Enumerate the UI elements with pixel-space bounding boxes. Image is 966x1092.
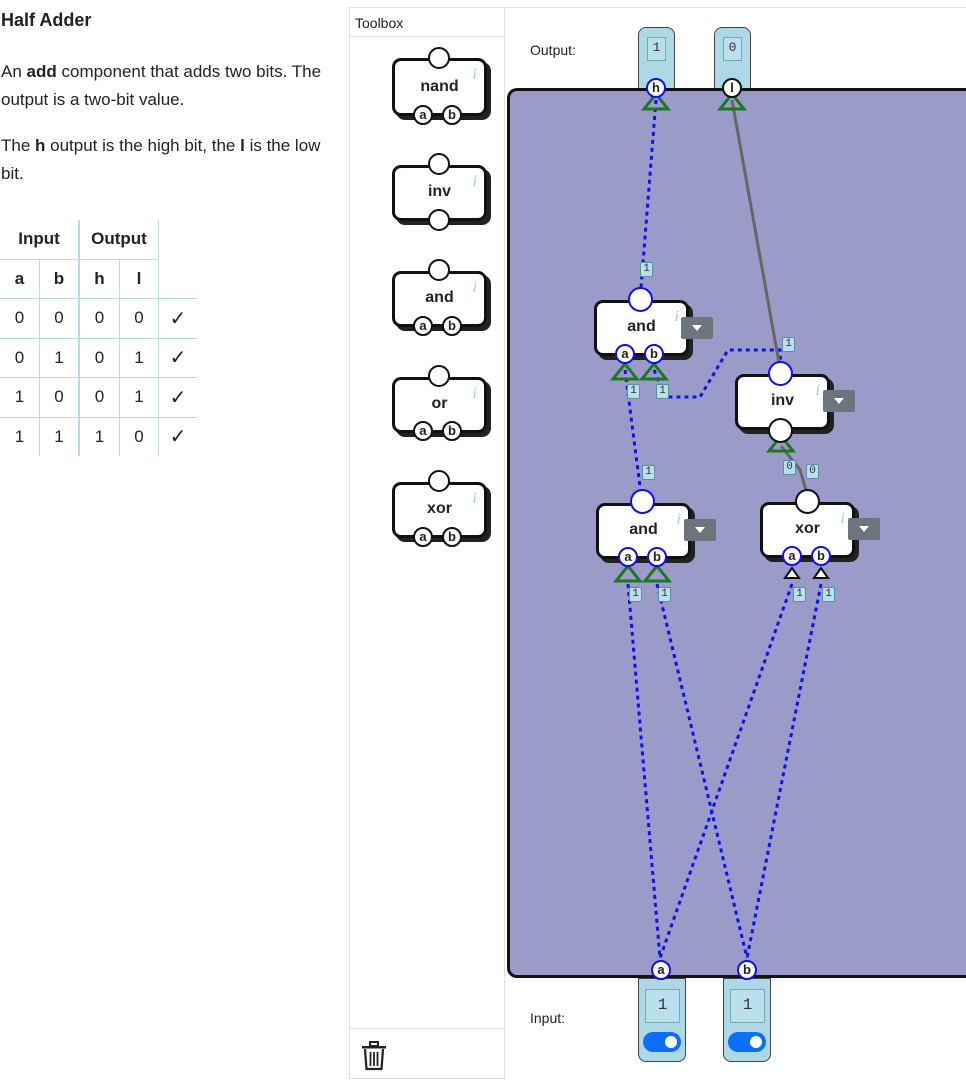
- component-dropdown-button[interactable]: [848, 518, 880, 540]
- table-group-header-input: Input: [18, 229, 60, 249]
- info-icon[interactable]: i: [815, 382, 820, 399]
- pin-out[interactable]: [428, 259, 450, 281]
- pin-b[interactable]: b: [811, 546, 831, 566]
- table-group-header-output: Output: [78, 220, 159, 259]
- pin-out[interactable]: [428, 209, 450, 231]
- input-pin-a[interactable]: a: [651, 960, 671, 980]
- input-value-a: 1: [645, 989, 680, 1023]
- pin-a[interactable]: a: [413, 105, 433, 125]
- wire-value-tag: 1: [822, 587, 835, 602]
- table-row: 0 1 0 1 ✓: [0, 337, 197, 378]
- wire-value-tag: 1: [656, 384, 669, 399]
- table-col-a: a: [0, 258, 40, 299]
- wire-value-tag: 0: [783, 460, 796, 475]
- check-icon: ✓: [158, 416, 197, 456]
- pin-out[interactable]: [428, 47, 450, 69]
- check-icon: ✓: [158, 298, 197, 338]
- table-col-h: h: [78, 258, 120, 299]
- info-icon[interactable]: i: [472, 66, 477, 83]
- pin-b[interactable]: b: [647, 547, 667, 567]
- info-icon[interactable]: i: [676, 511, 681, 528]
- toolbox-title: Toolbox: [355, 15, 404, 31]
- table-col-b: b: [39, 258, 79, 299]
- page-title: Half Adder: [1, 10, 92, 30]
- table-row: 0 0 0 0 ✓: [0, 298, 197, 338]
- pin-a[interactable]: a: [413, 316, 433, 336]
- table-row: 1 0 0 1 ✓: [0, 377, 197, 417]
- input-value-b: 1: [730, 989, 765, 1023]
- pin-a[interactable]: a: [618, 547, 638, 567]
- output-label: Output:: [530, 42, 576, 58]
- circuit-board[interactable]: [507, 88, 966, 978]
- check-icon: ✓: [158, 337, 197, 378]
- component-dropdown-button[interactable]: [823, 390, 855, 412]
- pin-out[interactable]: [628, 287, 653, 312]
- wire-value-tag: 1: [627, 384, 640, 399]
- pin-in[interactable]: [768, 361, 793, 386]
- component-dropdown-button[interactable]: [684, 519, 716, 541]
- wire-value-tag: 1: [629, 587, 642, 602]
- description-paragraph-1: An add component that adds two bits. The…: [1, 62, 322, 109]
- component-dropdown-button[interactable]: [681, 317, 713, 339]
- toolbox: Toolbox: [349, 7, 505, 1079]
- trash-icon[interactable]: [361, 1041, 387, 1071]
- pin-b[interactable]: b: [442, 421, 462, 441]
- output-value-l: 0: [723, 37, 742, 61]
- pin-b[interactable]: b: [442, 316, 462, 336]
- pin-a[interactable]: a: [413, 421, 433, 441]
- pin-out[interactable]: [768, 418, 793, 443]
- pin-in[interactable]: [428, 153, 450, 175]
- pin-out[interactable]: [795, 489, 820, 514]
- input-label: Input:: [530, 1010, 566, 1026]
- pin-b[interactable]: b: [442, 527, 462, 547]
- wire-value-tag: 1: [640, 262, 653, 277]
- pin-a[interactable]: a: [413, 527, 433, 547]
- info-icon[interactable]: i: [472, 385, 477, 402]
- pin-out[interactable]: [630, 489, 655, 514]
- toolbox-item-and[interactable]: and i: [392, 271, 487, 327]
- output-value-h: 1: [647, 37, 666, 61]
- info-icon[interactable]: i: [840, 510, 845, 527]
- check-icon: ✓: [158, 377, 197, 417]
- pin-b[interactable]: b: [442, 105, 462, 125]
- wire-value-tag: 1: [782, 337, 795, 352]
- pin-b[interactable]: b: [644, 344, 664, 364]
- pin-out[interactable]: [428, 365, 450, 387]
- input-pin-b[interactable]: b: [737, 960, 757, 980]
- info-icon[interactable]: i: [472, 279, 477, 296]
- canvas-area: [505, 7, 966, 1080]
- pin-out[interactable]: [428, 470, 450, 492]
- info-icon[interactable]: i: [674, 308, 679, 325]
- output-pin-l[interactable]: l: [722, 78, 742, 98]
- info-icon[interactable]: i: [472, 490, 477, 507]
- wire-value-tag: 1: [793, 587, 806, 602]
- table-row: 1 1 1 0 ✓: [0, 416, 197, 456]
- table-col-l: l: [119, 258, 159, 299]
- pin-a[interactable]: a: [782, 546, 802, 566]
- wire-value-tag: 1: [658, 587, 671, 602]
- output-pin-h[interactable]: h: [646, 78, 666, 98]
- description-paragraph-2: The h output is the high bit, the l is t…: [1, 136, 321, 183]
- info-icon[interactable]: i: [472, 173, 477, 190]
- pin-a[interactable]: a: [615, 344, 635, 364]
- input-toggle-a[interactable]: [643, 1032, 681, 1052]
- wire-value-tag: 0: [806, 464, 819, 479]
- input-toggle-b[interactable]: [728, 1032, 766, 1052]
- truth-table: Input Output a b h l 0 0 0 0 ✓ 0 1 0 1 ✓…: [0, 220, 197, 456]
- wire-value-tag: 1: [642, 465, 655, 480]
